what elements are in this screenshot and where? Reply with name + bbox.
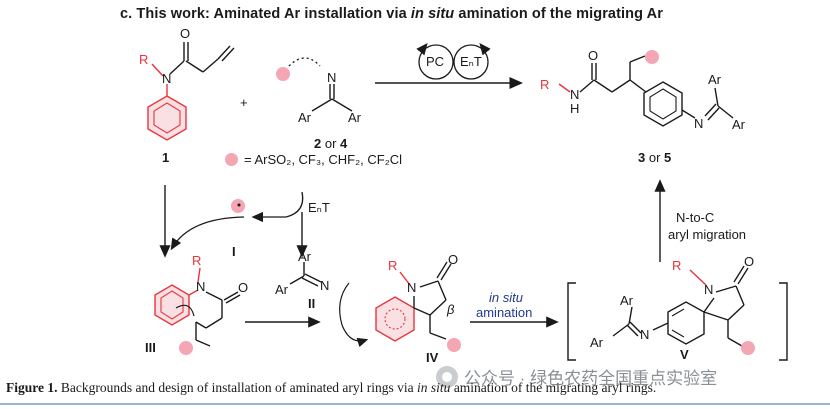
IV-R: R (388, 258, 398, 273)
III-N: N (196, 279, 206, 294)
watermark: 公众号 · 绿色农药全国重点实验室 (436, 364, 717, 389)
III-R: R (192, 253, 202, 268)
V-Ar-top: Ar (620, 293, 633, 308)
ent-arrow-label: EₙT (308, 200, 330, 215)
migration-label-2: aryl migration (668, 227, 747, 242)
dashed-arrow (288, 57, 321, 67)
radical-electron (237, 203, 241, 207)
radical-dot (276, 67, 290, 81)
product-R: R (540, 77, 550, 92)
scheme-title: c. This work: Aminated Ar installation v… (120, 6, 663, 22)
intermediate-IV-structure (375, 261, 452, 342)
IV-O: O (448, 252, 459, 267)
II-Ar-top: Ar (298, 249, 311, 264)
product-H: H (570, 101, 580, 116)
compound-1-O: O (180, 26, 191, 41)
curved-arrow-I-to-III (170, 216, 245, 251)
pc-label: PC (426, 54, 445, 69)
ent-cycle-arrow (479, 42, 491, 56)
product-N: N (570, 87, 580, 102)
V-N: N (704, 282, 714, 297)
figure-caption: Figure 1. Backgrounds and design of inst… (6, 380, 657, 395)
imine-Ar-left: Ar (298, 110, 311, 125)
product-Ar-top: Ar (708, 72, 721, 87)
curved-arrow-II-to-IV (339, 282, 369, 348)
ent-label: EₙT (460, 54, 482, 69)
intermediate-II-structure (289, 262, 322, 287)
II-Ar-left: Ar (275, 282, 288, 297)
III-O: O (238, 280, 249, 295)
V-O: O (744, 254, 755, 269)
reagent-legend: = ArSO₂, CF₃, CHF₂, CF₂Cl (225, 152, 402, 167)
ent-arrow-to-I (251, 191, 304, 223)
wechat-icon (436, 365, 458, 388)
V-dot (741, 341, 755, 355)
amination-label: amination (476, 305, 533, 320)
reagent-dot (225, 153, 238, 166)
V-R: R (672, 258, 682, 273)
plus-sign: + (240, 95, 248, 110)
intermediate-V-label: V (680, 347, 689, 362)
product-3-5-structure (558, 55, 734, 127)
imine-Ar-right: Ar (348, 110, 361, 125)
product-label: 3 or 5 (638, 150, 672, 165)
beta-label: β (447, 302, 455, 317)
compound-1-structure (147, 42, 235, 141)
II-N: N (320, 278, 330, 293)
migration-label-1: N-to-C (676, 210, 715, 225)
pc-cycle-arrow (416, 42, 428, 56)
product-imine-N: N (694, 116, 704, 131)
imine-N: N (327, 70, 337, 85)
product-Ar-right: Ar (732, 117, 745, 132)
intermediate-III-label: III (145, 340, 156, 355)
intermediate-IV-label: IV (426, 350, 439, 365)
IV-dot (447, 338, 461, 352)
intermediate-I-label: I (232, 244, 236, 259)
III-dot (179, 341, 193, 355)
product-dot (645, 50, 659, 64)
intermediate-III-structure (154, 267, 241, 347)
V-Ar-left: Ar (590, 335, 603, 350)
compound-1-N: N (162, 71, 172, 86)
V-imine-N: N (640, 327, 650, 342)
intermediate-V-structure (567, 265, 788, 361)
intermediate-II-label: II (308, 296, 316, 311)
in-situ-label: in situ (489, 290, 523, 305)
compound-2-4-label: 2 or 4 (314, 136, 348, 151)
IV-N: N (407, 280, 417, 295)
product-O: O (588, 48, 599, 63)
compound-1-label: 1 (162, 150, 170, 165)
compound-1-R: R (139, 52, 149, 67)
imine-2-4-structure (311, 84, 353, 112)
